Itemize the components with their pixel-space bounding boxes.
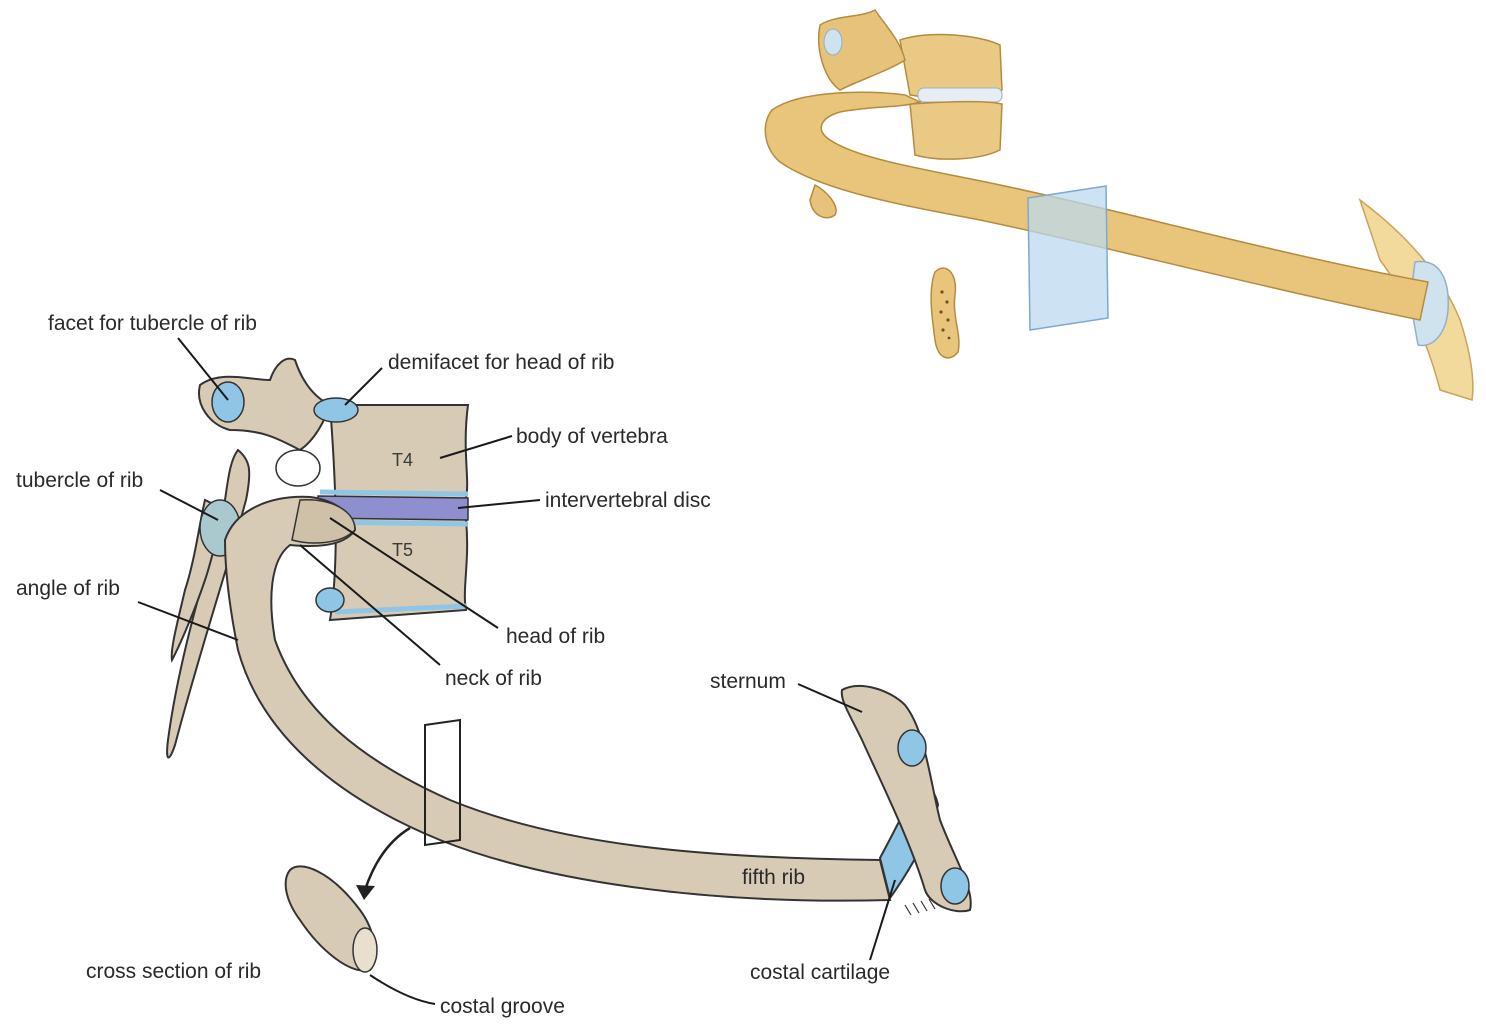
sternal-facet-upper — [898, 730, 926, 766]
label-neck-of-rib: neck of rib — [445, 667, 542, 690]
disc-cartilage-top — [320, 492, 468, 494]
pedicle-notch — [276, 450, 320, 486]
label-intervertebral-disc: intervertebral disc — [545, 489, 711, 512]
label-costal-cartilage: costal cartilage — [750, 961, 890, 984]
facet-for-tubercle-shape — [212, 382, 244, 422]
label-costal-groove: costal groove — [440, 995, 565, 1018]
intervertebral-disc-colored — [918, 88, 1002, 102]
leader-disc — [458, 500, 540, 508]
lower-demifacet-shape — [316, 588, 344, 612]
sternal-facet-lower — [941, 868, 969, 904]
leader-demifacet — [345, 368, 382, 405]
label-cross-section-of-rib: cross section of rib — [86, 960, 261, 983]
section-arrowhead — [356, 885, 375, 900]
cross-section-cut — [353, 928, 377, 972]
section-arrow — [365, 828, 410, 890]
line-rib-diagram — [167, 359, 971, 972]
label-head-of-rib: head of rib — [506, 625, 605, 648]
vertebra-body-lower-colored — [910, 102, 1002, 159]
label-fifth-rib: fifth rib — [742, 866, 805, 889]
label-t4: T4 — [392, 450, 413, 470]
label-body-of-vertebra: body of vertebra — [516, 425, 668, 448]
inferior-process-colored — [810, 185, 836, 218]
label-angle-of-rib: angle of rib — [16, 577, 120, 600]
label-demifacet-for-head: demifacet for head of rib — [388, 351, 614, 374]
facet-blue-colored — [824, 29, 842, 55]
label-tubercle-of-rib: tubercle of rib — [16, 469, 143, 492]
label-sternum: sternum — [710, 670, 786, 693]
label-t5: T5 — [392, 540, 413, 560]
demifacet-shape — [314, 398, 358, 422]
leader-groove — [370, 975, 435, 1004]
fifth-rib-shape — [225, 497, 890, 901]
colored-rib-illustration — [765, 10, 1473, 400]
cartilage-hatch — [905, 899, 935, 915]
label-facet-for-tubercle: facet for tubercle of rib — [48, 312, 257, 335]
cross-section-colored — [931, 268, 959, 358]
section-plane-colored — [1028, 186, 1108, 330]
